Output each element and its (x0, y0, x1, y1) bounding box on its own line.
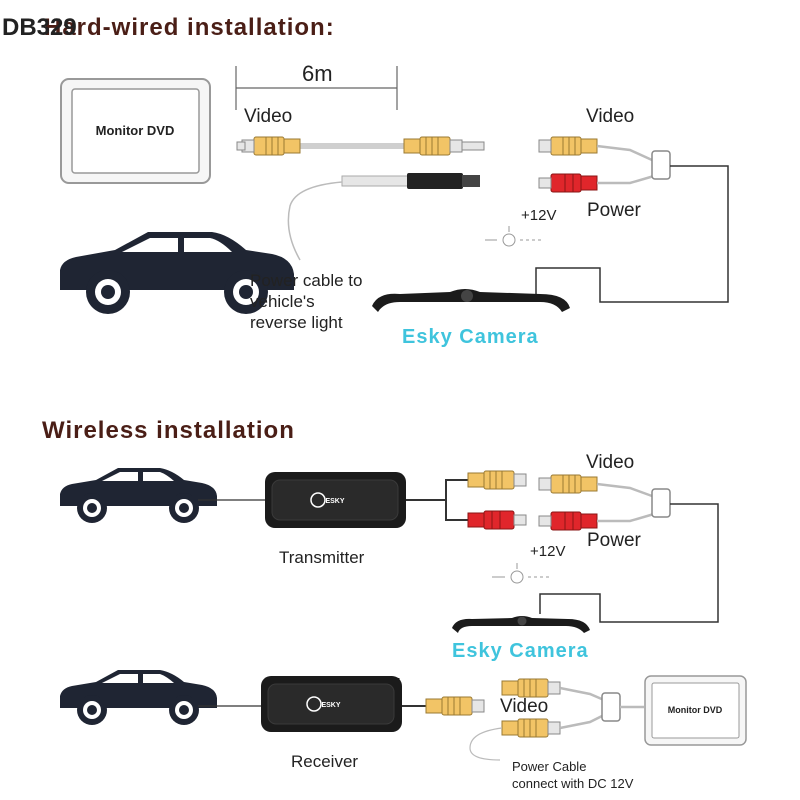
camera-label-hardwired: Esky Camera (402, 326, 539, 348)
camera-cable-wireless (538, 474, 719, 623)
receiver-brand: ESKY (321, 702, 340, 709)
transmitter-brand: ESKY (325, 498, 344, 505)
voltage-label-hardwired: +12V (521, 207, 557, 224)
video-label-wireless-top: Video (586, 452, 635, 473)
car-receiver-row (60, 670, 217, 725)
power-label-hardwired: Power (587, 200, 641, 221)
wireless-title: Wireless installation (42, 417, 295, 444)
video-extension-cable (236, 136, 485, 156)
power-label-wireless: Power (587, 530, 641, 551)
monitor-hardwired (60, 78, 211, 184)
camera-cable-hardwired (535, 136, 729, 303)
hardwired-title: Hard-wired installation: (44, 14, 335, 41)
length-dimension (235, 66, 398, 110)
ground-symbol-hardwired (485, 226, 542, 247)
esky-camera-hardwired (372, 289, 570, 312)
monitor-wireless (644, 675, 747, 746)
monitor-label-hardwired: Monitor DVD (96, 123, 175, 138)
transmitter-label: Transmitter (279, 548, 365, 567)
monitor-cable-wireless (469, 678, 644, 761)
product-code: DB329 (2, 14, 77, 41)
receiver-device (261, 676, 402, 732)
cable-length-label: 6m (302, 61, 333, 86)
video-label-left: Video (244, 106, 293, 127)
power-extension-cable (287, 173, 480, 261)
car-transmitter-row (60, 468, 217, 523)
power-cable-note-wireless: Power Cable connect with DC 12V (512, 759, 634, 791)
video-label-wireless-bottom: Video (500, 696, 549, 717)
receiver-label: Receiver (291, 752, 359, 771)
transmitter-device (265, 472, 406, 528)
video-label-right: Video (586, 106, 635, 127)
camera-label-wireless: Esky Camera (452, 640, 589, 662)
transmitter-rca-cables (406, 470, 527, 530)
receiver-rca-cable (402, 696, 485, 716)
power-cable-note-hardwired: Power cable to vehicle's reverse light (250, 271, 363, 332)
esky-camera-wireless (452, 616, 590, 633)
voltage-label-wireless: +12V (530, 543, 566, 560)
ground-symbol-wireless (492, 563, 550, 584)
monitor-label-wireless: Monitor DVD (668, 705, 723, 715)
